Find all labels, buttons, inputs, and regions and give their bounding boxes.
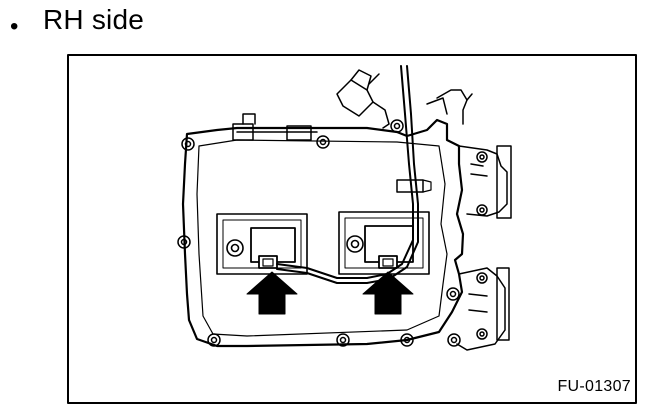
- throttle-body: [426, 89, 512, 219]
- section-title: RH side: [43, 4, 144, 35]
- cover-outline: [181, 118, 465, 348]
- left-coil-pad: [216, 213, 308, 275]
- cover-bolts: [177, 119, 461, 347]
- top-pipes: [336, 69, 390, 129]
- idle-valve: [456, 267, 510, 351]
- illustration-drawing: [67, 54, 637, 404]
- arrow-indicator-icon: [246, 271, 414, 315]
- figure-id-label: FU-01307: [557, 378, 631, 395]
- wire-harness: [276, 65, 414, 279]
- right-coil-pad: [338, 211, 430, 275]
- top-bosses: [232, 113, 318, 141]
- bullet-icon: •: [10, 13, 19, 40]
- figure-frame: [67, 54, 637, 404]
- cover-inner-outline: [196, 139, 448, 337]
- technical-illustration: FU-01307: [67, 54, 637, 404]
- harness-clip: [396, 179, 424, 193]
